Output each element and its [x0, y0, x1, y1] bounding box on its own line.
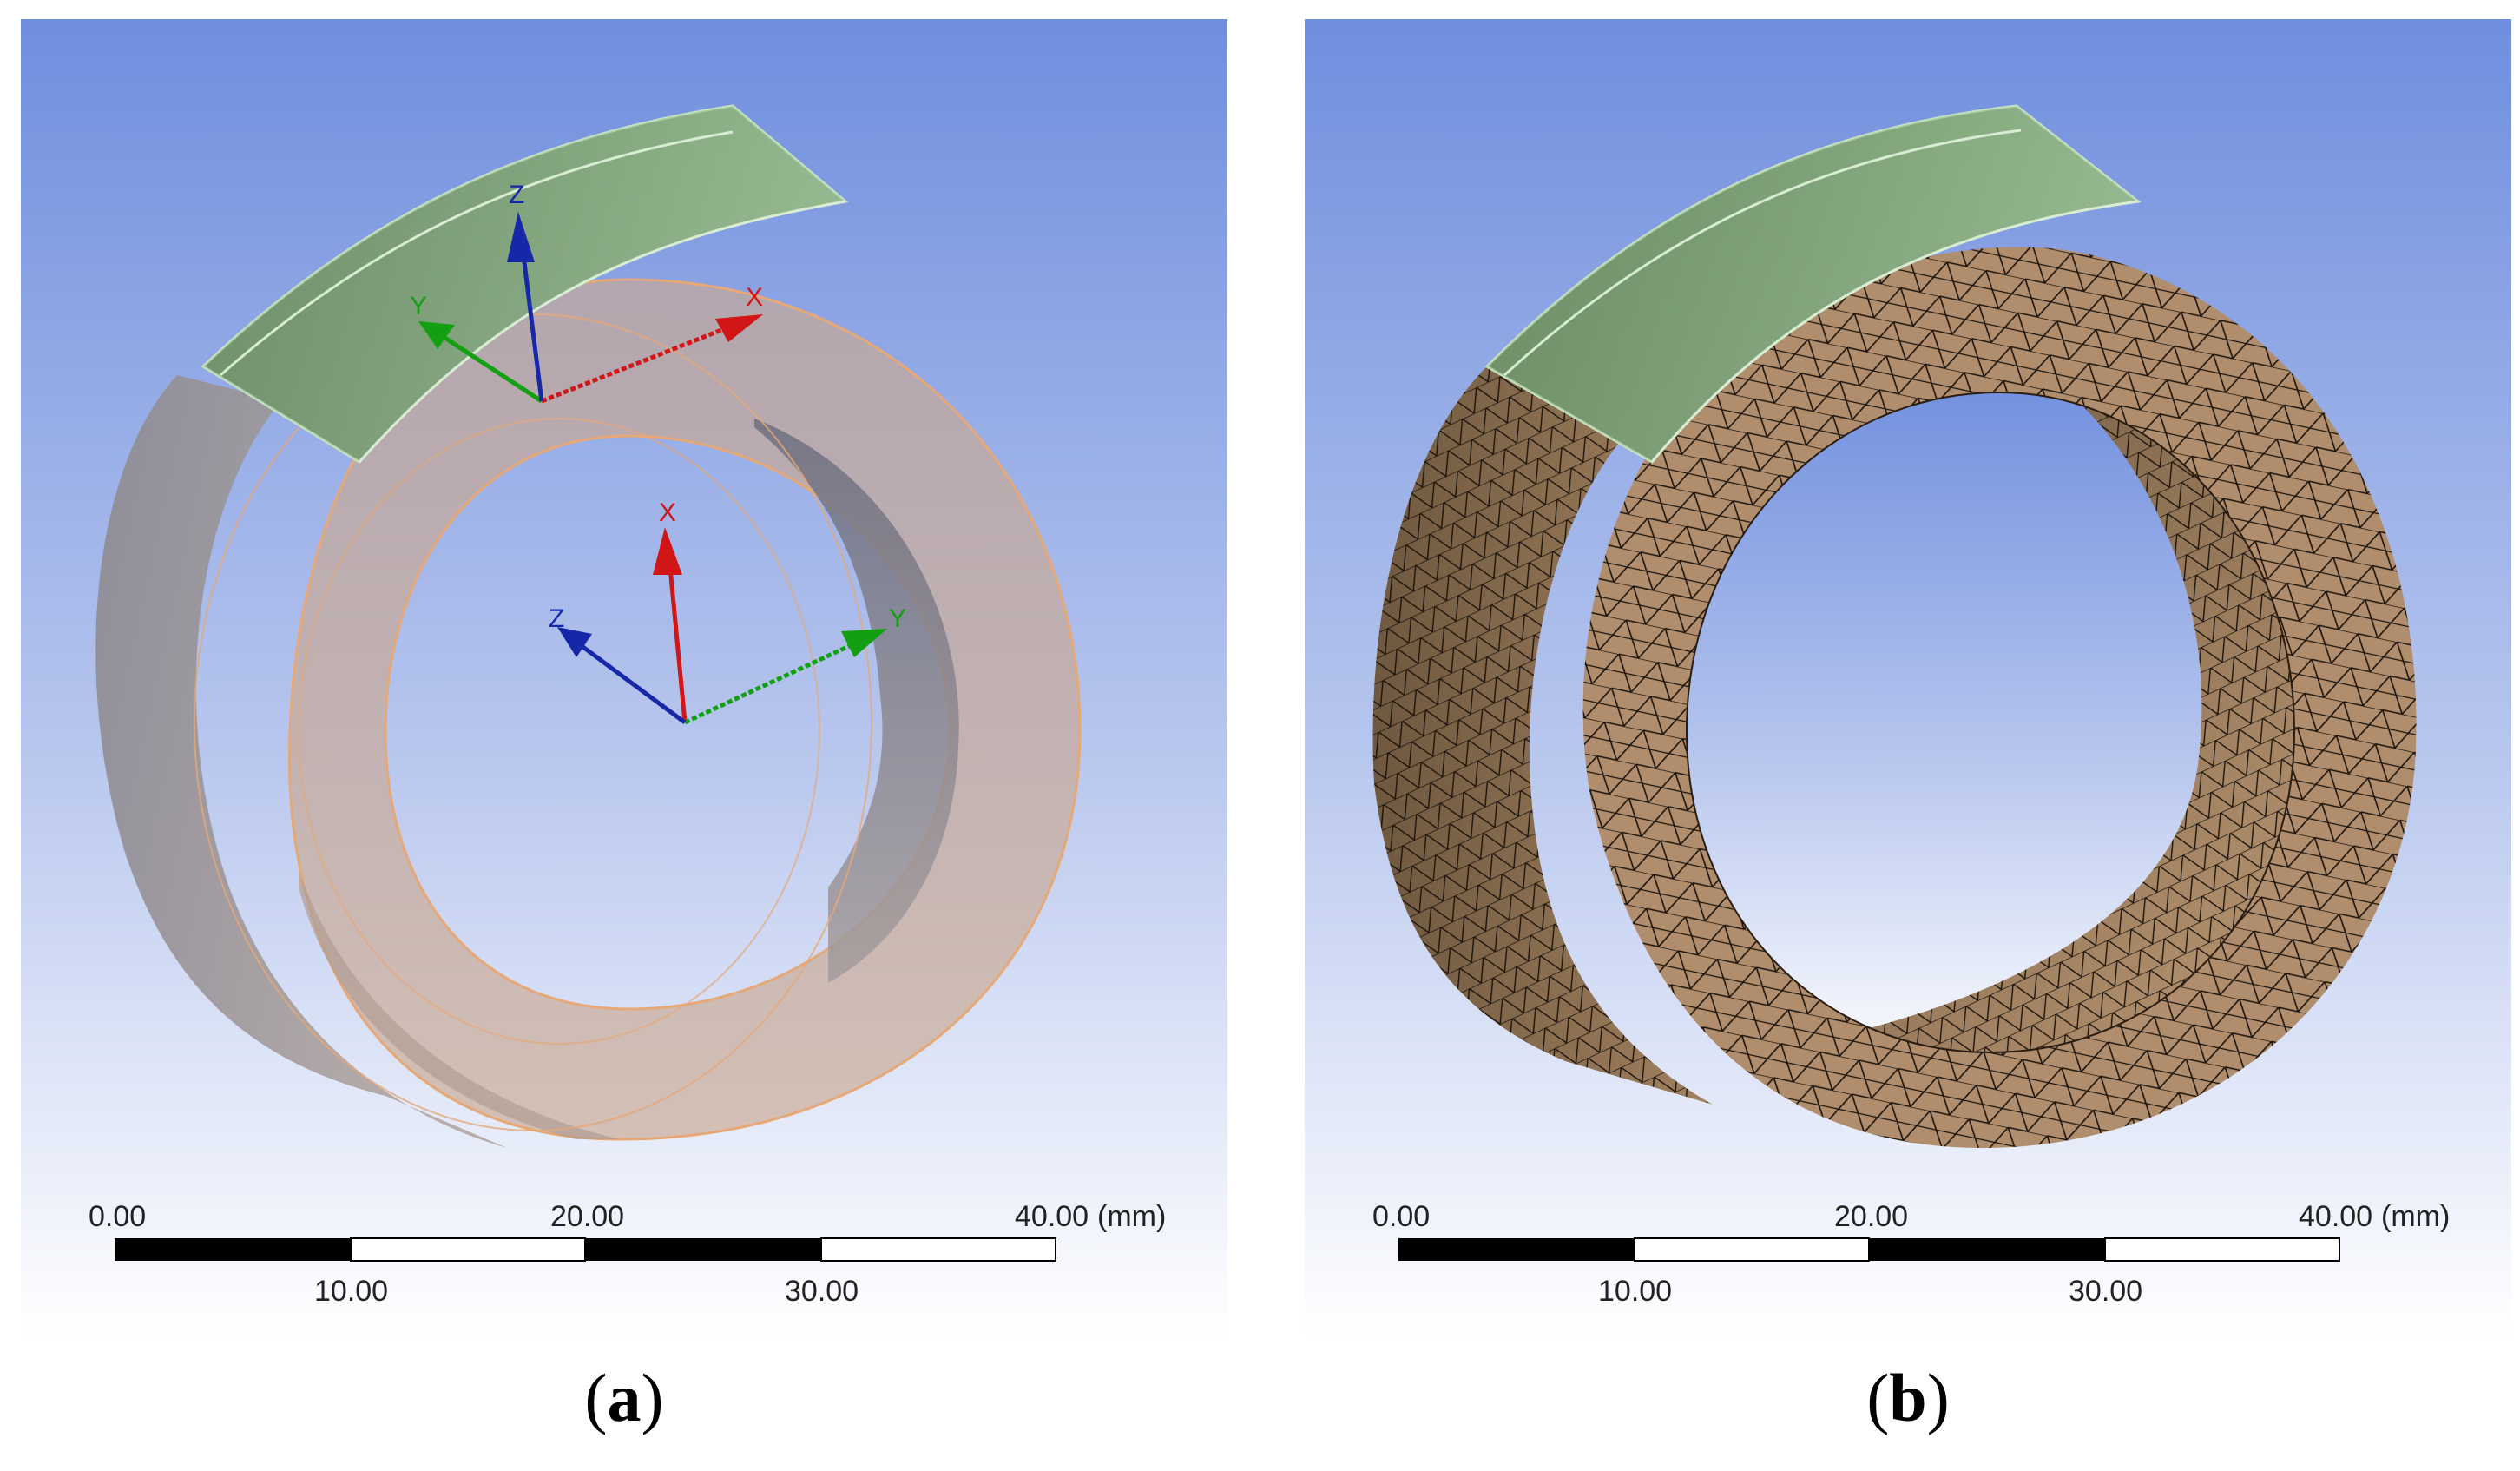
caption-a-close: ) [641, 1360, 664, 1435]
caption-a-letter: a [607, 1360, 642, 1435]
scale-label-0: 0.00 [1372, 1200, 1430, 1233]
caption-b: (b) [1734, 1359, 2082, 1437]
scale-bar: 0.00 20.00 40.00 (mm) 10.00 30.00 [89, 1200, 1166, 1308]
ring-body-translucent [95, 278, 1082, 1148]
meshed-ring [1372, 247, 2417, 1148]
caption-a-open: ( [584, 1360, 608, 1435]
panel-b-mesh-view: 0.00 20.00 40.00 (mm) 10.00 30.00 [1305, 19, 2511, 1337]
local-axis-triad: X Y Z [549, 498, 906, 725]
global-axis-triad: X Y Z [410, 181, 763, 404]
scale-label-10: 10.00 [1598, 1275, 1672, 1308]
scale-label-40: 40.00 [1015, 1200, 1089, 1233]
caption-a: (a) [451, 1359, 798, 1437]
scale-label-0: 0.00 [89, 1200, 146, 1233]
global-axis-y-label: Y [410, 292, 427, 320]
scale-unit: (mm) [2381, 1200, 2450, 1233]
scale-label-40: 40.00 [2299, 1200, 2372, 1233]
global-axis-z-label: Z [509, 181, 524, 209]
scale-unit: (mm) [1097, 1200, 1166, 1233]
contact-block [1484, 104, 2142, 464]
local-axis-z-label: Z [549, 604, 564, 633]
scale-label-30: 30.00 [785, 1275, 859, 1308]
scale-label-10: 10.00 [314, 1275, 388, 1308]
caption-b-close: ) [1926, 1360, 1950, 1435]
panel-a-geometry-view: X Y Z X Y Z 0.00 20.00 40.00 (mm) 10.0 [21, 19, 1227, 1337]
scale-label-20: 20.00 [550, 1200, 624, 1233]
geometry-viewport: X Y Z X Y Z 0.00 20.00 40.00 (mm) 10.0 [21, 19, 1227, 1337]
scale-label-20: 20.00 [1834, 1200, 1908, 1233]
caption-b-open: ( [1866, 1360, 1890, 1435]
local-axis-y-label: Y [889, 604, 906, 633]
caption-b-letter: b [1889, 1360, 1927, 1435]
scale-label-30: 30.00 [2069, 1275, 2142, 1308]
scale-bar: 0.00 20.00 40.00 (mm) 10.00 30.00 [1372, 1200, 2450, 1308]
mesh-viewport: 0.00 20.00 40.00 (mm) 10.00 30.00 [1305, 19, 2511, 1337]
global-axis-x-label: X [746, 283, 763, 312]
contact-block [201, 104, 849, 464]
local-axis-x-label: X [659, 498, 676, 527]
